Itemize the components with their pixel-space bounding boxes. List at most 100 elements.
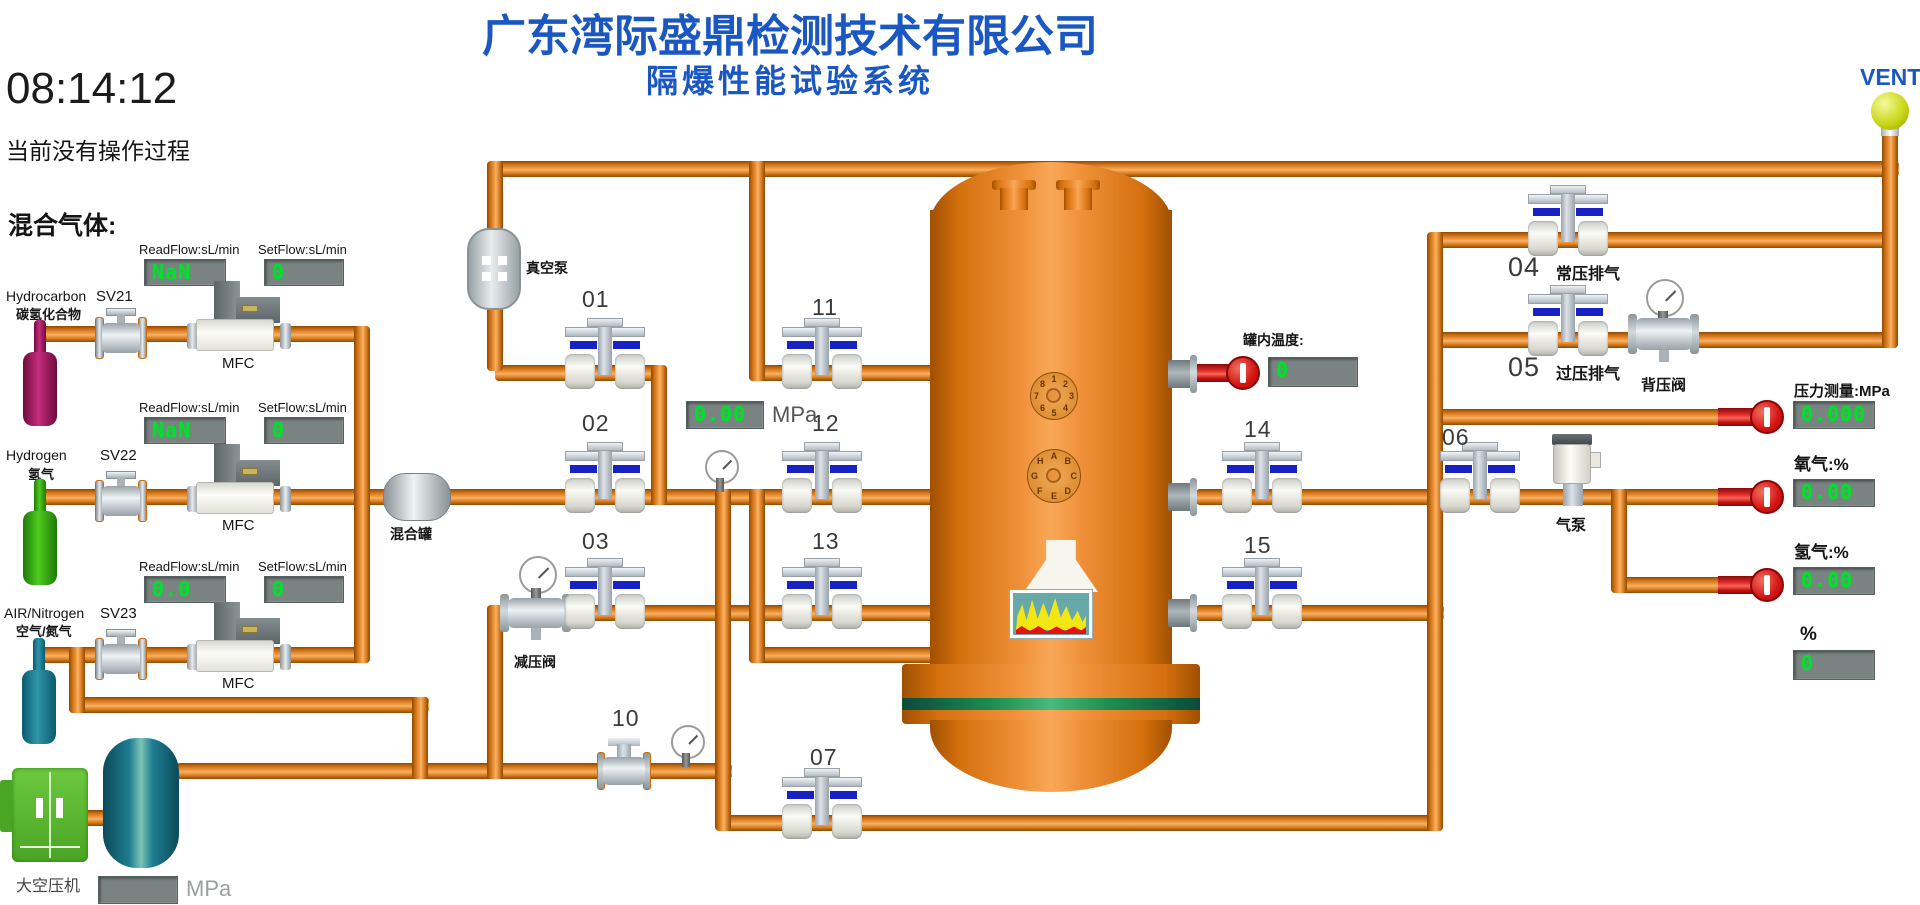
- valve-10-label: 10: [612, 705, 640, 731]
- dial-char: G: [1031, 471, 1039, 481]
- vacuum-pump-label: 真空泵: [526, 260, 568, 276]
- gas3-valve-tag: SV23: [100, 605, 137, 622]
- gas3-name-cn: 空气/氮气: [16, 624, 72, 639]
- valve-sv21[interactable]: [95, 308, 147, 360]
- gas1-readflow-display: NaN: [144, 259, 226, 286]
- vessel-dial-letters[interactable]: A B C D E F G H: [1027, 449, 1081, 503]
- hydrocarbon-bottle: [23, 320, 57, 426]
- vessel-nozzle-cap-1: [992, 180, 1036, 190]
- flame-window: [1010, 590, 1092, 638]
- vessel-nozzle-cap-2: [1056, 180, 1100, 190]
- valve-13-label: 13: [812, 528, 840, 554]
- exhaust-04-label: 常压排气: [1556, 266, 1621, 283]
- valve-14-label: 14: [1244, 416, 1272, 442]
- back-pressure-flange-right: [1690, 314, 1699, 354]
- valve-sv22[interactable]: [95, 471, 147, 523]
- pipe-line07: [717, 815, 1443, 831]
- gas1-setflow-display[interactable]: 0: [264, 259, 344, 286]
- air-compressor-label: 大空压机: [16, 878, 81, 895]
- vacuum-pump-dot: [482, 256, 491, 265]
- oxygen-label: 氧气:%: [1794, 455, 1849, 474]
- gas2-name-en: Hydrogen: [6, 447, 67, 463]
- gas2-name-cn: 氢气: [28, 467, 55, 482]
- vessel-green-stripe: [902, 698, 1200, 710]
- valve-sv23[interactable]: [95, 629, 147, 681]
- pressure-reducing-valve[interactable]: [508, 598, 564, 628]
- valve-11-label: 11: [812, 294, 838, 320]
- valve-10[interactable]: [603, 757, 645, 785]
- dial-char: 2: [1062, 379, 1068, 389]
- mfc-1-label: MFC: [222, 355, 255, 372]
- mfc-1[interactable]: [187, 281, 291, 353]
- valve-04[interactable]: [1528, 185, 1608, 257]
- gas-pump-tee: [1563, 482, 1583, 506]
- valve-07[interactable]: [782, 768, 862, 840]
- valve-12[interactable]: [782, 442, 862, 514]
- valve-14[interactable]: [1222, 442, 1302, 514]
- dial-char: 7: [1034, 391, 1040, 401]
- valve-02[interactable]: [565, 442, 645, 514]
- valve-13[interactable]: [782, 558, 862, 630]
- dial-char: C: [1070, 471, 1078, 481]
- vent-ball: [1871, 92, 1909, 130]
- gas3-setflow-display[interactable]: 0: [264, 576, 344, 603]
- dial-char: B: [1064, 456, 1072, 466]
- mixing-pressure-display: 0.00: [686, 401, 764, 429]
- gas2-readflow-display: NaN: [144, 417, 226, 444]
- mfc-3[interactable]: [187, 602, 291, 674]
- vacuum-pump[interactable]: [467, 228, 521, 310]
- percent-label: %: [1800, 624, 1817, 645]
- pipe-air-branch-drop2: [412, 697, 428, 779]
- gas2-setflow-display[interactable]: 0: [264, 417, 344, 444]
- tank-temperature-label: 罐内温度:: [1243, 332, 1304, 348]
- mfc-2-label: MFC: [222, 517, 255, 534]
- oxygen-sensor: [1750, 480, 1784, 514]
- dial-char: F: [1037, 486, 1043, 496]
- gas-pump[interactable]: [1552, 434, 1601, 486]
- valve-06-label: 06: [1442, 424, 1470, 450]
- vessel-right-nozzle-1: [1168, 360, 1192, 388]
- vessel-support-band: [902, 664, 1200, 724]
- pipe-vent-riser: [1882, 125, 1898, 348]
- pressure-sensor-pipe: [1718, 408, 1756, 426]
- valve-15[interactable]: [1222, 558, 1302, 630]
- valve-01-label: 01: [582, 286, 610, 312]
- flame-ember: [1016, 626, 1086, 634]
- valve-01[interactable]: [565, 318, 645, 390]
- gas3-readflow-label: ReadFlow:sL/min: [139, 559, 240, 574]
- gas2-valve-tag: SV22: [100, 447, 137, 464]
- mixing-tank: [383, 473, 451, 521]
- tank-temperature-display: 0: [1268, 357, 1358, 387]
- back-pressure-valve[interactable]: [1636, 318, 1692, 350]
- back-pressure-bottom-stub: [1659, 350, 1669, 362]
- vessel-right-nozzle-3: [1168, 599, 1192, 627]
- back-pressure-flange-left: [1628, 314, 1637, 354]
- dial-char: 1: [1051, 374, 1057, 384]
- vessel-dial-numbers[interactable]: 1 2 3 4 5 6 7 8: [1030, 372, 1078, 420]
- mixing-tank-label: 混合罐: [390, 526, 432, 542]
- system-subtitle: 隔爆性能试验系统: [645, 63, 934, 99]
- exhaust-05-label: 过压排气: [1556, 366, 1621, 383]
- valve-02-label: 02: [582, 410, 610, 436]
- valve-05[interactable]: [1528, 285, 1608, 357]
- hydrogen-sensor: [1750, 568, 1784, 602]
- back-pressure-valve-label: 背压阀: [1641, 377, 1687, 394]
- dial-char: D: [1064, 486, 1072, 496]
- air-compressor[interactable]: [12, 768, 88, 862]
- hydrogen-display: 0.00: [1793, 567, 1875, 595]
- dial-char: E: [1050, 491, 1058, 501]
- hydrogen-bottle: [23, 479, 57, 585]
- valve-06[interactable]: [1440, 442, 1520, 514]
- compressor-baseline: [20, 846, 80, 848]
- valve-11[interactable]: [782, 318, 862, 390]
- dial-char: 6: [1040, 403, 1046, 413]
- valve-07-label: 07: [810, 744, 838, 770]
- company-title: 广东湾际盛鼎检测技术有限公司: [482, 12, 1098, 61]
- back-pressure-gauge-stem: [1658, 311, 1668, 321]
- valve-03[interactable]: [565, 558, 645, 630]
- mfc-2[interactable]: [187, 444, 291, 516]
- pipe-right-manifold: [1427, 232, 1443, 831]
- gas2-setflow-label: SetFlow:sL/min: [258, 400, 347, 415]
- pressure-reducing-valve-label: 减压阀: [514, 654, 556, 670]
